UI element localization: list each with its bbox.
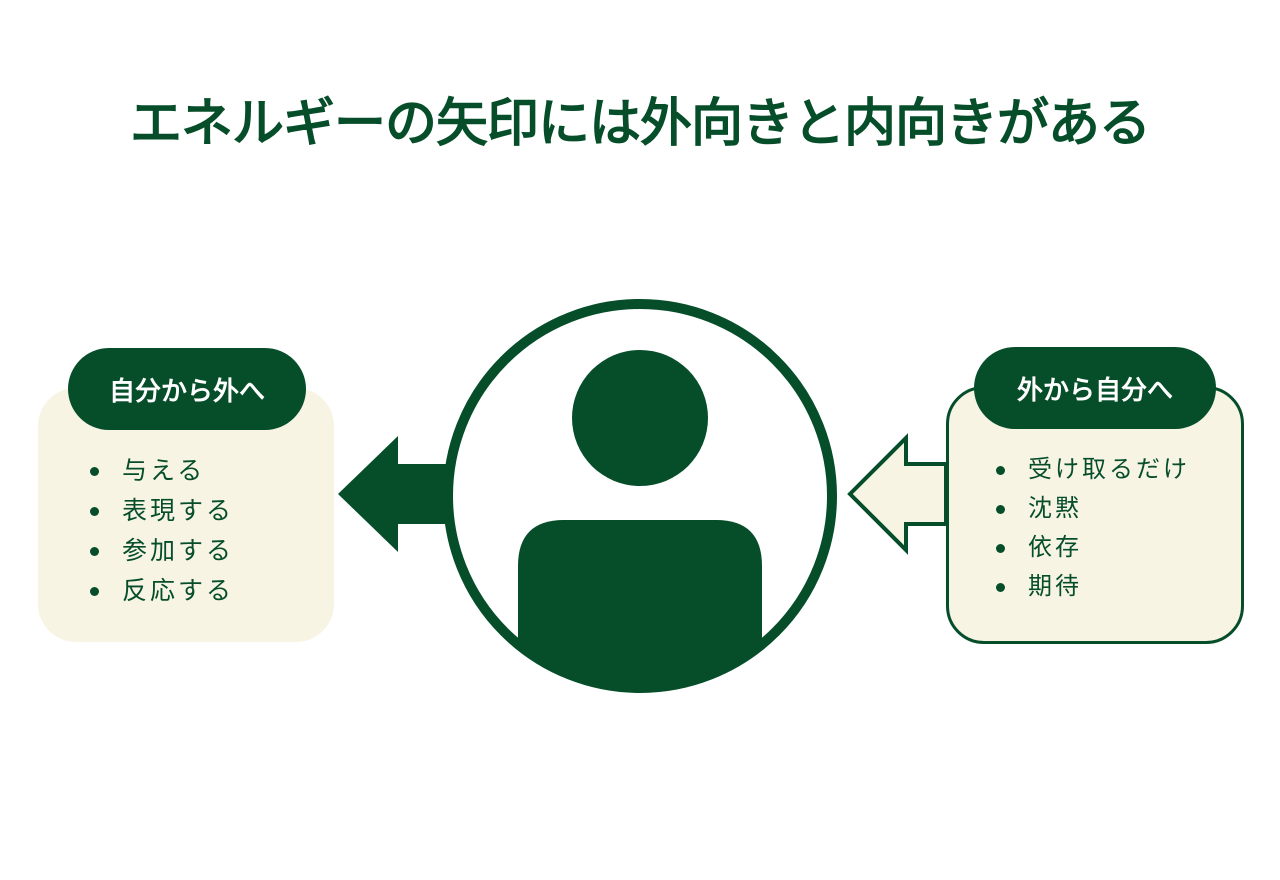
bullet-icon	[90, 507, 99, 516]
list-item: 受け取るだけ	[996, 450, 1190, 489]
inward-label: 外から自分へ	[974, 347, 1216, 429]
outward-label: 自分から外へ	[68, 348, 306, 430]
person-icon	[443, 299, 837, 693]
outward-list: 与える 表現する 参加する 反応する	[90, 451, 234, 611]
bullet-icon	[90, 467, 99, 476]
inward-list: 受け取るだけ 沈黙 依存 期待	[996, 450, 1190, 606]
list-item: 沈黙	[996, 489, 1190, 528]
list-item: 期待	[996, 567, 1190, 606]
bullet-icon	[996, 543, 1005, 553]
list-item: 与える	[90, 451, 234, 491]
list-item: 参加する	[90, 531, 234, 571]
bullet-icon	[996, 465, 1005, 475]
page-title: エネルギーの矢印には外向きと内向きがある	[129, 94, 1151, 154]
bullet-icon	[996, 582, 1005, 592]
inward-arrow	[847, 433, 948, 555]
bullet-icon	[996, 504, 1005, 514]
bullet-icon	[90, 587, 99, 596]
list-item: 表現する	[90, 491, 234, 531]
bullet-icon	[90, 547, 99, 556]
outward-panel	[38, 388, 334, 642]
list-item: 依存	[996, 528, 1190, 567]
list-item: 反応する	[90, 571, 234, 611]
outward-arrow	[338, 436, 460, 552]
